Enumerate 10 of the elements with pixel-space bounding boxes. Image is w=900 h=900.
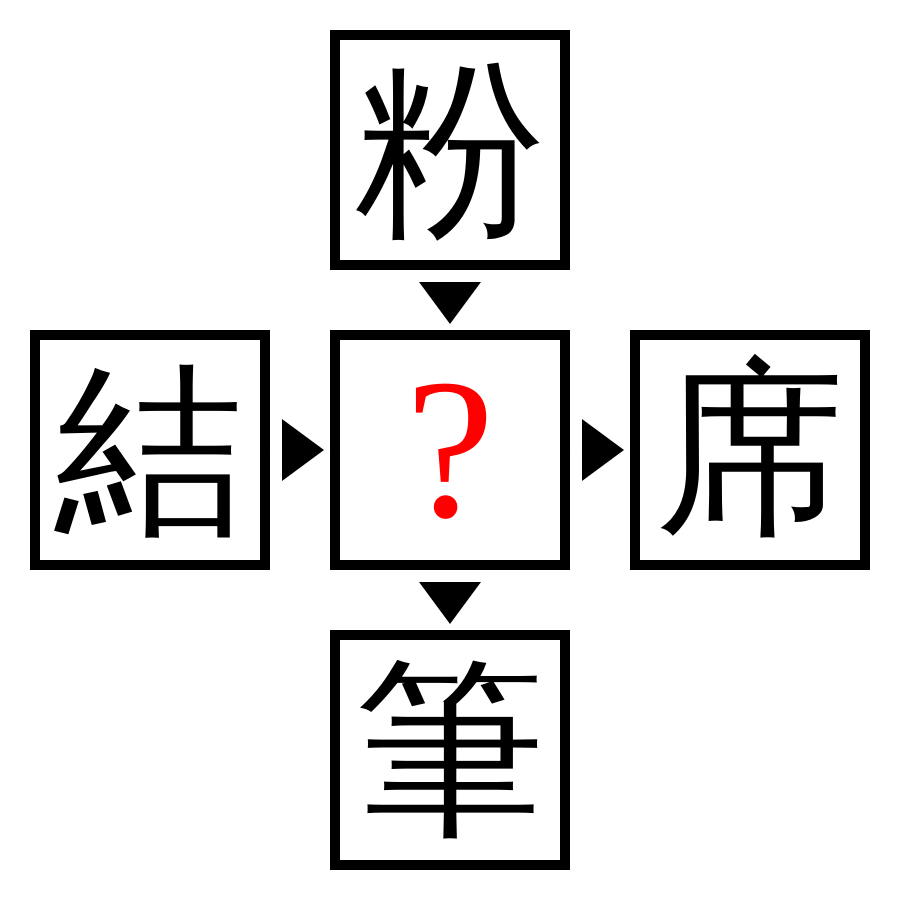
character-box — [330, 30, 570, 270]
character-box — [630, 330, 870, 570]
character-box — [330, 630, 570, 870]
character-box — [330, 330, 570, 570]
kanji-character: 粉 — [355, 55, 545, 245]
character-box — [30, 330, 270, 570]
kanji-character: 結 — [55, 355, 245, 545]
kanji-character: 筆 — [355, 655, 545, 845]
kanji-character: 席 — [655, 355, 845, 545]
question-mark: ? — [406, 350, 494, 550]
